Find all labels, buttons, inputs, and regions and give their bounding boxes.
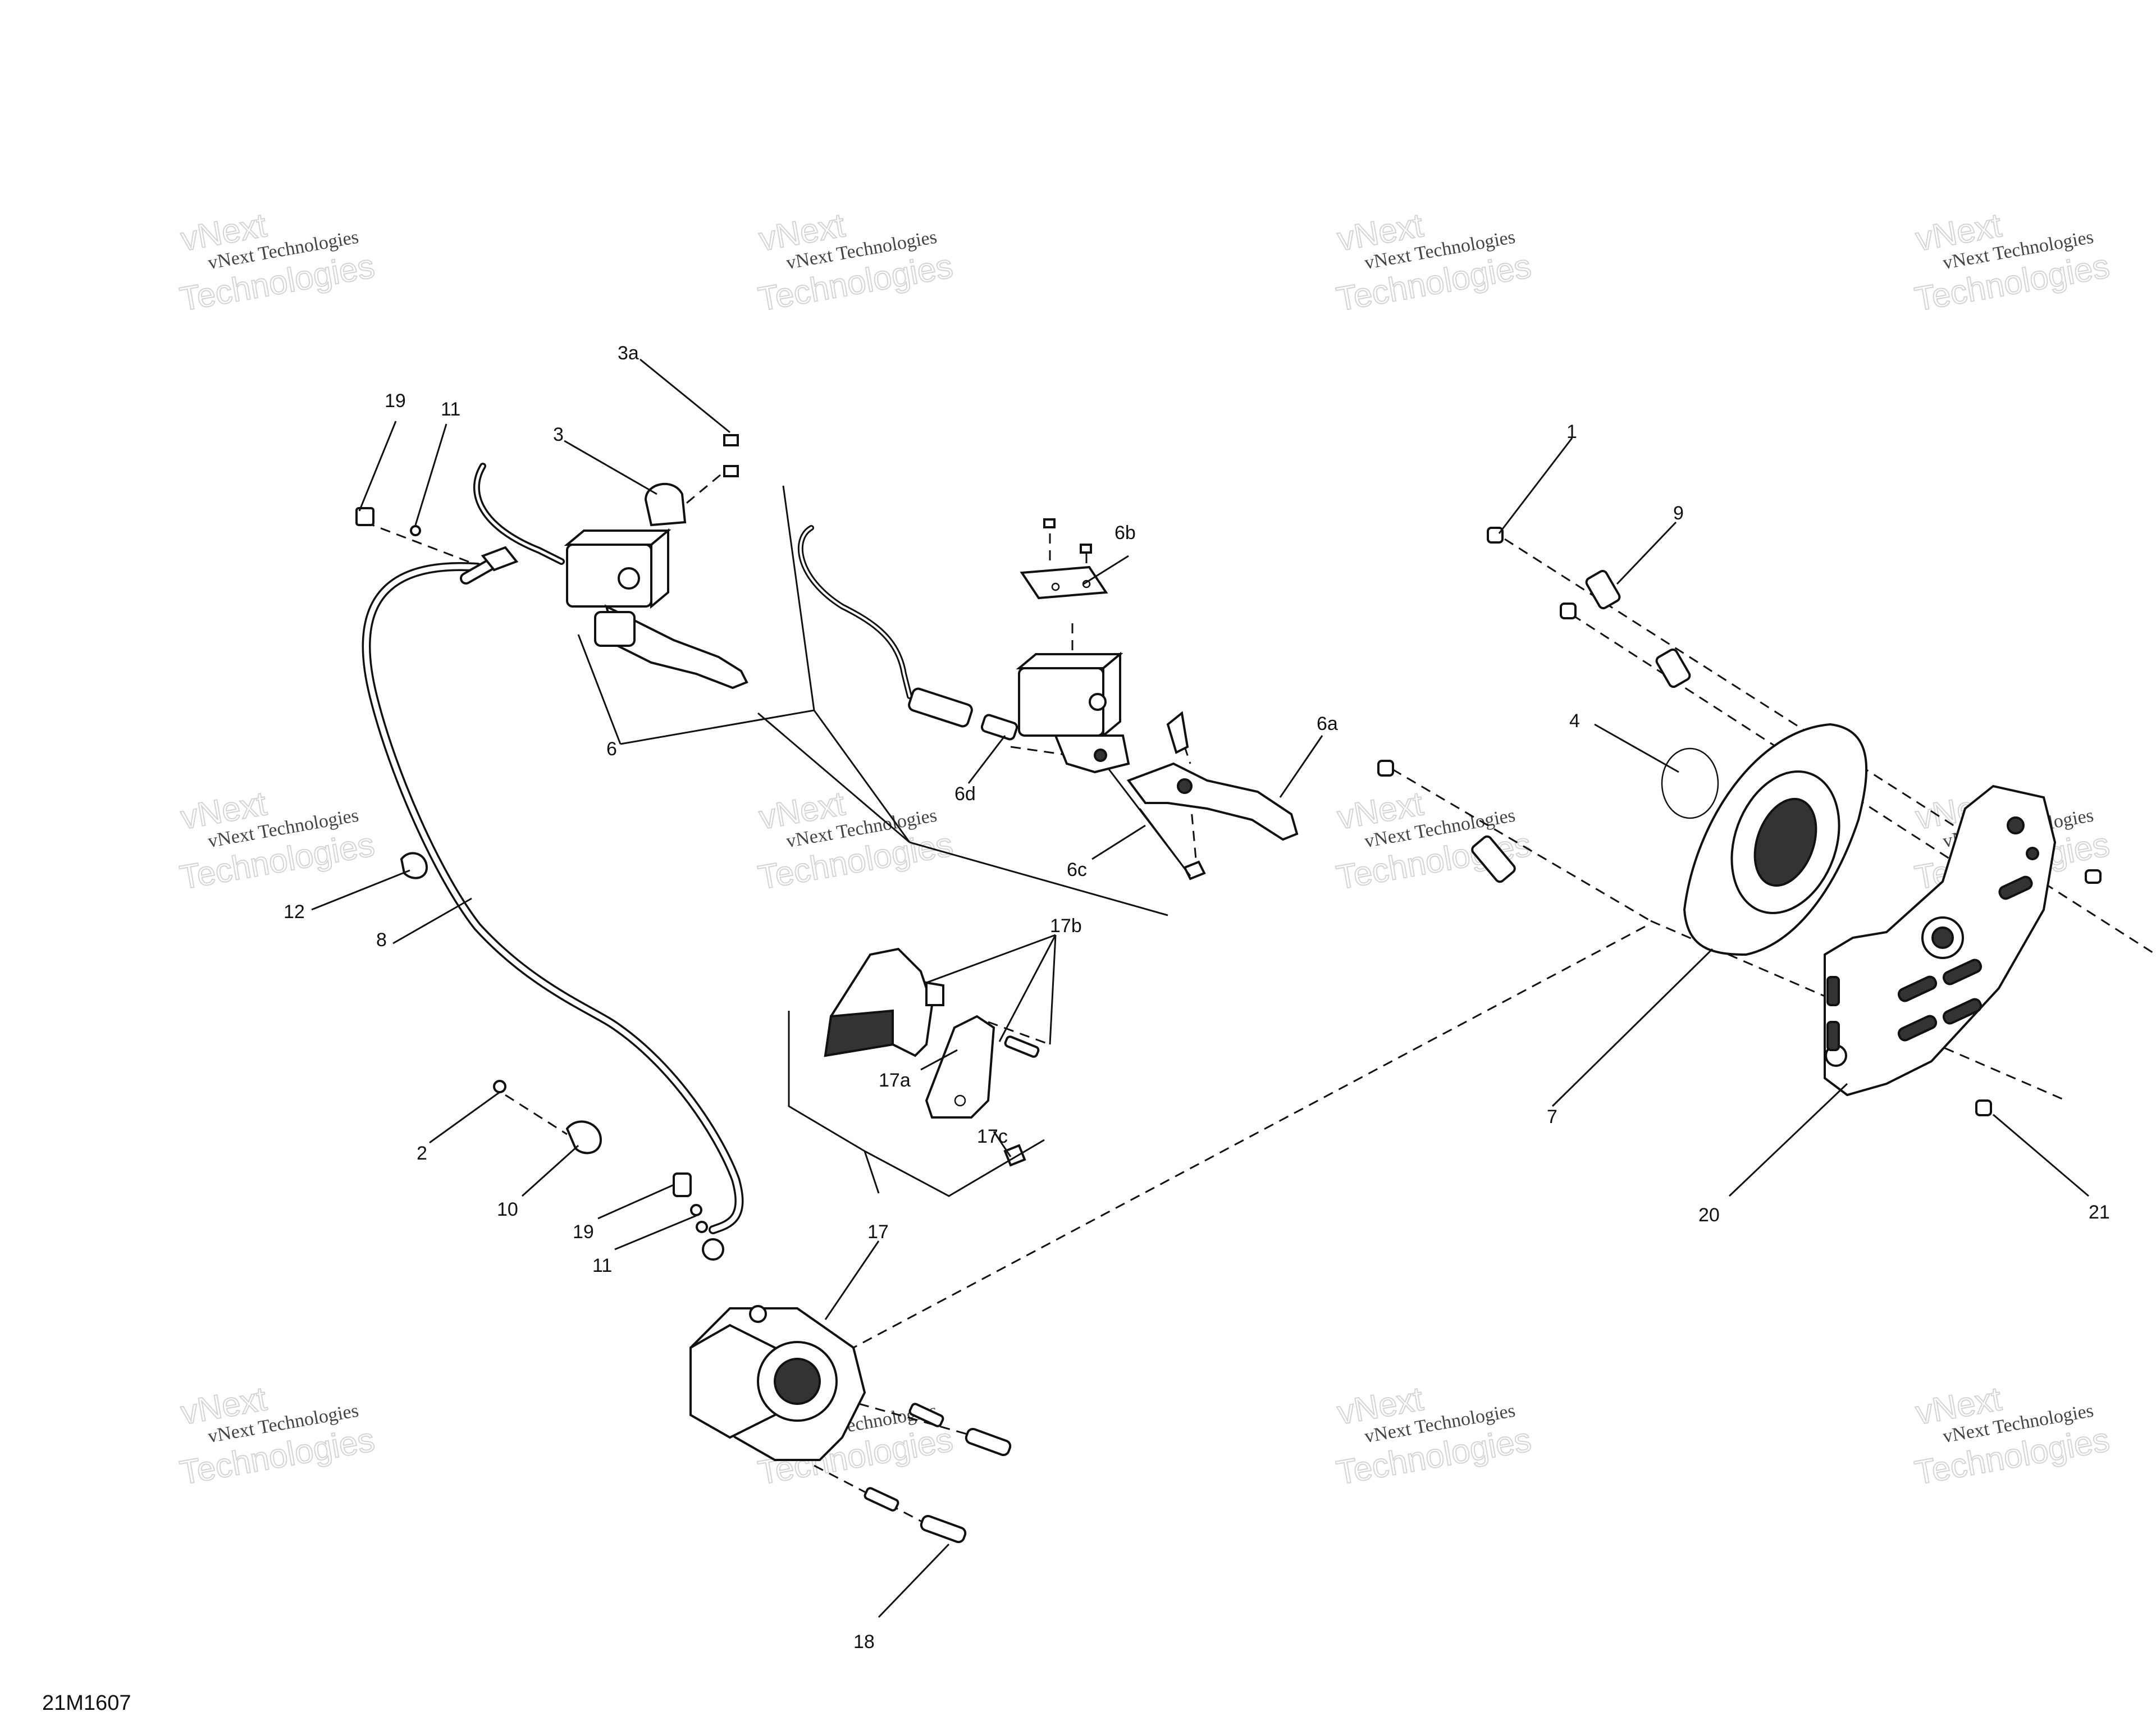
washer-upper [410, 525, 421, 536]
watermark: vNext vNext Technologies Technologies [176, 1379, 378, 1493]
banjo-bolt-upper [355, 507, 374, 526]
spacer-lower [1471, 835, 1516, 883]
callout-11-top: 11 [441, 399, 460, 420]
brake-disc-7 [1683, 723, 1868, 956]
brake-pad-right [925, 1015, 995, 1119]
brake-caliper [689, 1305, 1012, 1544]
pad-pin [1004, 1035, 1040, 1058]
reservoir-cover-6b [1020, 565, 1108, 600]
disc-and-bracket [1377, 527, 2102, 1116]
lever-nut-6c [1183, 860, 1206, 880]
fitting-6d [980, 714, 1018, 741]
upper-fittings [355, 507, 519, 572]
callout-6c: 6c [1067, 859, 1087, 880]
callout-labels: 3a 3 19 11 6 6b 6a 6c 6d 12 8 2 10 19 11… [284, 343, 2110, 1653]
callout-7: 7 [1547, 1106, 1557, 1128]
brake-bracket-20 [1824, 784, 2057, 1097]
callout-20: 20 [1698, 1204, 1720, 1226]
caliper-pin-lower [864, 1487, 899, 1512]
dashed-line-nut-2 [505, 1094, 568, 1135]
callout-3a: 3a [618, 343, 639, 364]
callout-9: 9 [1673, 503, 1684, 524]
callout-17a: 17a [879, 1070, 911, 1091]
bracket-screw-right [2085, 869, 2102, 884]
callout-17c: 17c [977, 1126, 1008, 1147]
dashed-line-banjo-19 [364, 521, 483, 568]
callout-3: 3 [553, 424, 564, 445]
callout-6: 6 [606, 738, 617, 760]
watermark: vNext vNext Technologies Technologies [1911, 206, 2113, 319]
callout-8: 8 [376, 929, 387, 951]
clamp-screw-upper [723, 434, 739, 446]
watermark: vNext vNext Technologies Technologies [755, 784, 956, 897]
caliper-pin-upper [908, 1403, 944, 1427]
watermark: vNext vNext Technologies Technologies [1911, 1379, 2113, 1493]
callout-19-bottom: 19 [573, 1221, 594, 1243]
cover-screw-b [1080, 544, 1092, 554]
callout-6b: 6b [1114, 522, 1136, 544]
brake-lever-6a [1126, 762, 1299, 841]
brake-lever [604, 604, 748, 690]
screw-21 [1975, 1099, 1992, 1116]
callout-21: 21 [2089, 1202, 2110, 1223]
spacer-middle [1655, 648, 1691, 688]
o-ring-4 [1661, 747, 1719, 819]
caliper-bolt-lower [920, 1514, 967, 1544]
watermark: vNext vNext Technologies Technologies [176, 784, 378, 897]
banjo-bolt-lower [673, 1172, 692, 1197]
watermark: vNext vNext Technologies Technologies [755, 206, 956, 319]
brake-pads-kit [824, 947, 1040, 1167]
cover-screw-a [1043, 518, 1056, 528]
callout-18: 18 [853, 1631, 875, 1653]
watermark: vNext vNext Technologies Technologies [1333, 1379, 1534, 1493]
caliper-bolt-upper [965, 1427, 1012, 1457]
callout-10: 10 [497, 1199, 518, 1220]
callout-17: 17 [867, 1221, 889, 1243]
callout-6a: 6a [1317, 713, 1338, 734]
master-cylinder-detail [797, 518, 1299, 880]
watermark: vNext vNext Technologies Technologies [1333, 206, 1534, 319]
leader-lines [311, 358, 2089, 1618]
dashed-line-clamp-screw [673, 471, 725, 515]
callout-1: 1 [1566, 421, 1577, 442]
callout-11-bottom: 11 [592, 1255, 612, 1276]
screw-1 [1487, 527, 1504, 544]
banjo-fitting [702, 1238, 724, 1261]
callout-12: 12 [284, 901, 305, 923]
callout-2: 2 [417, 1143, 427, 1164]
watermark: vNext vNext Technologies Technologies [176, 206, 378, 319]
pivot-pin [1166, 711, 1189, 754]
spacer-9 [1585, 569, 1621, 610]
dashed-line-6d [1010, 746, 1090, 759]
dashed-line-6c-nut [1189, 797, 1197, 860]
dashed-line-caliper-to-disc [853, 925, 1646, 1349]
callout-4: 4 [1569, 710, 1580, 732]
dashed-line-caliper-pins-lower [814, 1464, 955, 1540]
clamp-screw-lower [723, 465, 739, 477]
nut-2 [493, 1080, 506, 1093]
lower-fittings [673, 1172, 724, 1261]
callout-6d: 6d [954, 783, 976, 805]
hose-clamp-12 [400, 852, 428, 879]
hose-clamp-10 [565, 1120, 602, 1154]
dashed-line-17b [988, 1021, 1050, 1046]
master-cylinder-assembly [473, 434, 748, 690]
diagram-code: 21M1607 [42, 1691, 131, 1715]
callout-17b: 17b [1050, 915, 1082, 937]
callout-19-top: 19 [385, 390, 406, 412]
